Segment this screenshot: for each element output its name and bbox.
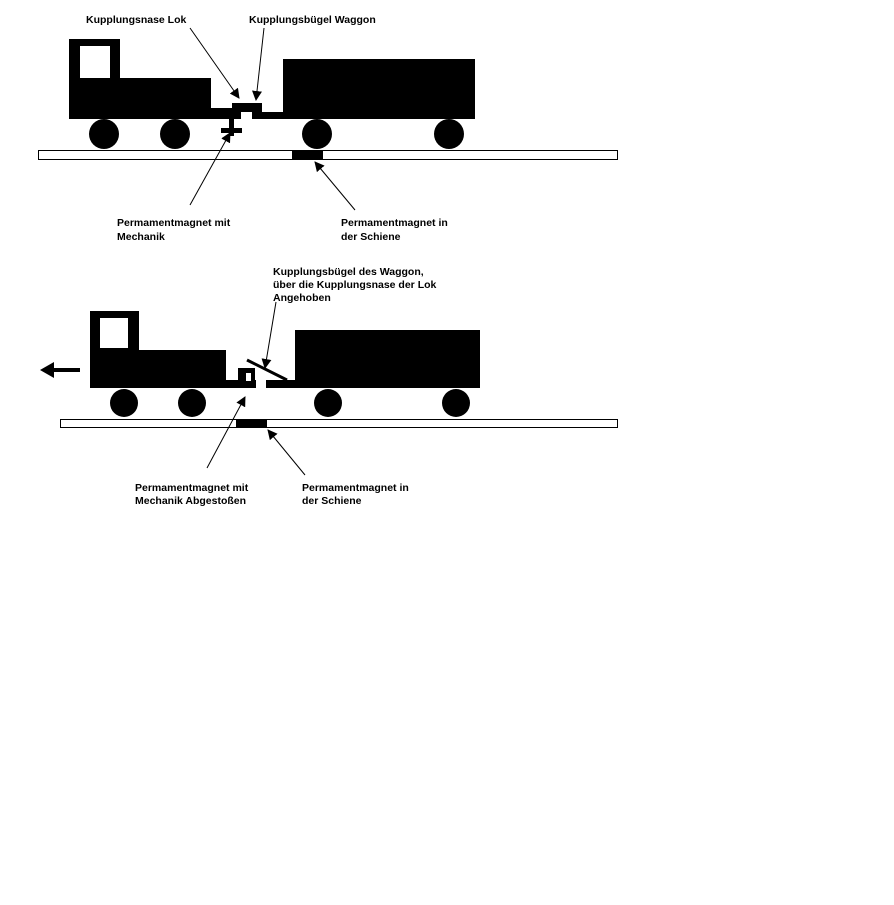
cab-window: [80, 46, 110, 78]
arrow: [314, 161, 356, 211]
direction-arrow-left-icon: [40, 362, 80, 378]
bottom-scene: Kupplungsbügel des Waggon, über die Kupp…: [40, 266, 618, 507]
loco-coupling-bar: [226, 380, 256, 388]
arrow: [189, 132, 231, 206]
arrow: [189, 27, 240, 99]
wheel: [89, 119, 119, 149]
rail: [60, 419, 618, 428]
wheel: [110, 389, 138, 417]
arrow: [206, 396, 246, 469]
rail-magnet: [236, 419, 267, 428]
wagon-coupling-bracket: [252, 112, 283, 119]
label-bracket-raised-2: über die Kupplungsnase der Lok: [273, 279, 437, 291]
arrow: [252, 27, 265, 101]
wheel: [442, 389, 470, 417]
wheel: [434, 119, 464, 149]
wheel: [160, 119, 190, 149]
wheel: [302, 119, 332, 149]
label-magnet-mechanics: Permamentmagnet mit: [117, 217, 231, 229]
cab-window: [100, 318, 128, 348]
rail-magnet: [292, 150, 323, 160]
magnet-mechanics: [221, 119, 242, 136]
label-coupling-nose: Kupplungsnase Lok: [86, 14, 187, 26]
rail: [38, 150, 618, 160]
wagon: [246, 330, 480, 417]
label-magnet-mechanics-2: Mechanik: [117, 231, 165, 243]
coupling-nose: [232, 103, 262, 112]
wagon: [252, 59, 475, 149]
locomotive: [90, 311, 256, 417]
raised-coupling-bracket: [246, 358, 288, 382]
arrow: [267, 429, 306, 476]
label-rail-magnet: Permamentmagnet in: [341, 217, 448, 229]
label-bracket-raised-3: Angehoben: [273, 292, 331, 304]
loco-coupling-bar: [211, 108, 233, 119]
wheel: [178, 389, 206, 417]
label-magnet-repelled: Permamentmagnet mit: [135, 482, 249, 494]
label-bracket-raised: Kupplungsbügel des Waggon,: [273, 266, 424, 278]
label-rail-magnet-2: der Schiene: [302, 495, 362, 507]
label-rail-magnet-2: der Schiene: [341, 231, 401, 243]
top-scene: Kupplungsnase Lok Kupplungsbügel Waggon …: [38, 14, 618, 243]
label-magnet-repelled-2: Mechanik Abgestoßen: [135, 495, 246, 507]
wheel: [314, 389, 342, 417]
arrow: [261, 301, 277, 369]
label-rail-magnet: Permamentmagnet in: [302, 482, 409, 494]
label-coupling-bracket: Kupplungsbügel Waggon: [249, 14, 376, 26]
locomotive: [69, 39, 262, 149]
